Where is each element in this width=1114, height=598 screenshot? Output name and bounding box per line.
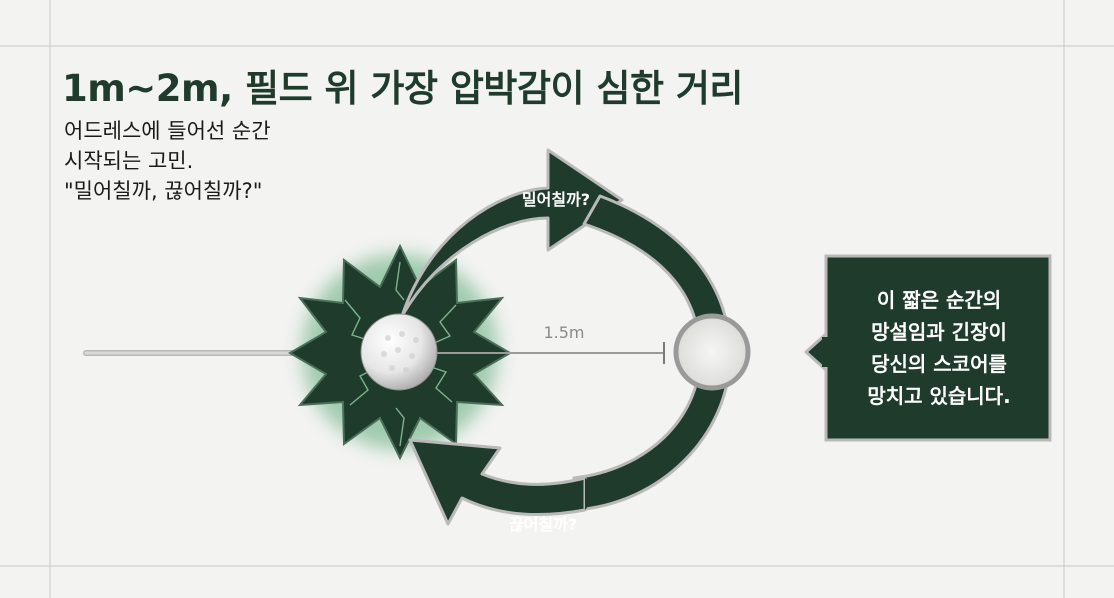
callout-join (822, 337, 830, 367)
push-arrow (400, 148, 624, 318)
callout-line: 망설임과 긴장이 (871, 320, 1007, 344)
callout-text: 이 짧은 순간의 망설임과 긴장이 당신의 스코어를 망치고 있습니다. (828, 256, 1050, 440)
intro-text: 어드레스에 들어선 순간 시작되는 고민. "밀어칠까, 끊어칠까?" (64, 116, 271, 206)
intro-line: 시작되는 고민. (64, 149, 194, 173)
cut-arrow (408, 438, 587, 526)
push-label: 밀어칠까? (522, 190, 590, 209)
cut-label: 끊어칠까? (509, 515, 577, 534)
cut-arrow-tail (585, 478, 600, 510)
callout-line: 망치고 있습니다. (867, 384, 1011, 408)
intro-line: 어드레스에 들어선 순간 (64, 119, 271, 143)
golf-ball-dimples (381, 331, 423, 373)
callout-box (824, 254, 1052, 442)
hole-cup-icon (673, 313, 751, 391)
callout-line: 당신의 스코어를 (871, 352, 1007, 376)
page-title: 1m~2m, 필드 위 가장 압박감이 심한 거리 (62, 67, 743, 110)
callout-line: 이 짧은 순간의 (876, 288, 1002, 312)
intro-line: "밀어칠까, 끊어칠까?" (64, 179, 263, 203)
distance-label: 1.5m (543, 323, 584, 342)
